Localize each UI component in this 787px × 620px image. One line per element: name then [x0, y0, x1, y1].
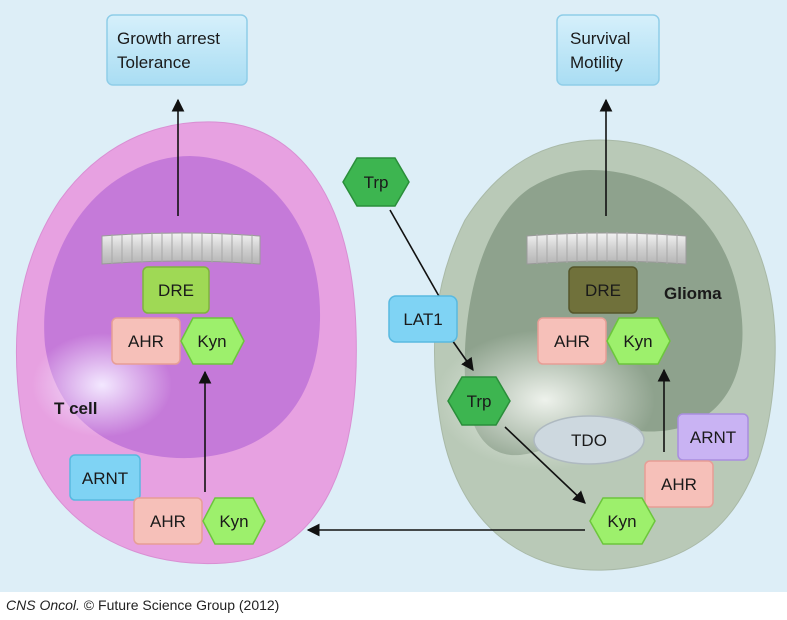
glioma-label: Glioma [664, 284, 722, 303]
tcell-outcome-box: Growth arrest Tolerance [106, 14, 248, 86]
trp-outside-hex: Trp [342, 157, 410, 207]
glioma-ahr-cytoplasm-box: AHR [644, 460, 714, 508]
glioma-outcome-box: Survival Motility [556, 14, 660, 86]
tdo-label: TDO [571, 431, 607, 450]
lat1-transporter: LAT1 [388, 295, 458, 343]
glioma-dna-helix [526, 232, 687, 265]
arrows [171, 98, 671, 537]
trp-inside-label: Trp [467, 392, 492, 411]
tcell-kyn-nucleus-label: Kyn [197, 332, 226, 351]
credit-journal: CNS Oncol. [6, 597, 80, 613]
tcell-kyn-nucleus-hex: Kyn [180, 317, 245, 365]
tcell-ahr-cytoplasm-label: AHR [150, 512, 186, 531]
credit-rest: © Future Science Group (2012) [79, 597, 280, 613]
glioma-arnt-label: ARNT [690, 428, 736, 447]
tcell-arnt-label: ARNT [82, 469, 128, 488]
arrow-trp-to-kyn [504, 426, 586, 504]
tcell-arnt-box: ARNT [69, 454, 141, 501]
glioma-kyn-nucleus-label: Kyn [623, 332, 652, 351]
tcell-dre-label: DRE [158, 281, 194, 300]
lat1-label: LAT1 [403, 310, 442, 329]
glioma-kyn-secreted-label: Kyn [607, 512, 636, 531]
tcell-ahr-nucleus-label: AHR [128, 332, 164, 351]
tdo-enzyme: TDO [533, 415, 645, 465]
trp-inside-hex: Trp [447, 376, 511, 426]
glioma-dre-label: DRE [585, 281, 621, 300]
glioma-arnt-box: ARNT [677, 413, 749, 461]
diagram-canvas: Growth arrest Tolerance Survival Motilit… [15, 14, 776, 571]
glioma-kyn-nucleus-hex: Kyn [606, 317, 671, 365]
tcell-dna-helix [101, 232, 261, 265]
tcell-ahr-nucleus-box: AHR [111, 317, 181, 365]
glioma-outcome-line-1: Survival [570, 29, 630, 48]
tcell-kyn-cytoplasm-label: Kyn [219, 512, 248, 531]
trp-outside-label: Trp [364, 173, 389, 192]
glioma-kyn-secreted-hex: Kyn [589, 497, 656, 545]
glioma-dre-box: DRE [568, 266, 638, 314]
diagram-background: Growth arrest Tolerance Survival Motilit… [0, 0, 787, 592]
tcell-kyn-cytoplasm-hex: Kyn [202, 497, 266, 545]
glioma-ahr-nucleus-box: AHR [537, 317, 607, 365]
tcell-outcome-line-1: Growth arrest [117, 29, 220, 48]
tcell-ahr-cytoplasm-box: AHR [133, 497, 203, 545]
tcell-dre-box: DRE [142, 266, 210, 314]
glioma-outcome-line-2: Motility [570, 53, 623, 72]
glioma-ahr-cytoplasm-label: AHR [661, 475, 697, 494]
arrow-lat1-to-trp [451, 339, 474, 372]
copyright-credit: CNS Oncol. © Future Science Group (2012) [6, 597, 279, 613]
tcell-label: T cell [54, 399, 97, 418]
tcell-outcome-line-2: Tolerance [117, 53, 191, 72]
glioma-ahr-nucleus-label: AHR [554, 332, 590, 351]
arrow-trp-to-lat1 [389, 209, 441, 299]
